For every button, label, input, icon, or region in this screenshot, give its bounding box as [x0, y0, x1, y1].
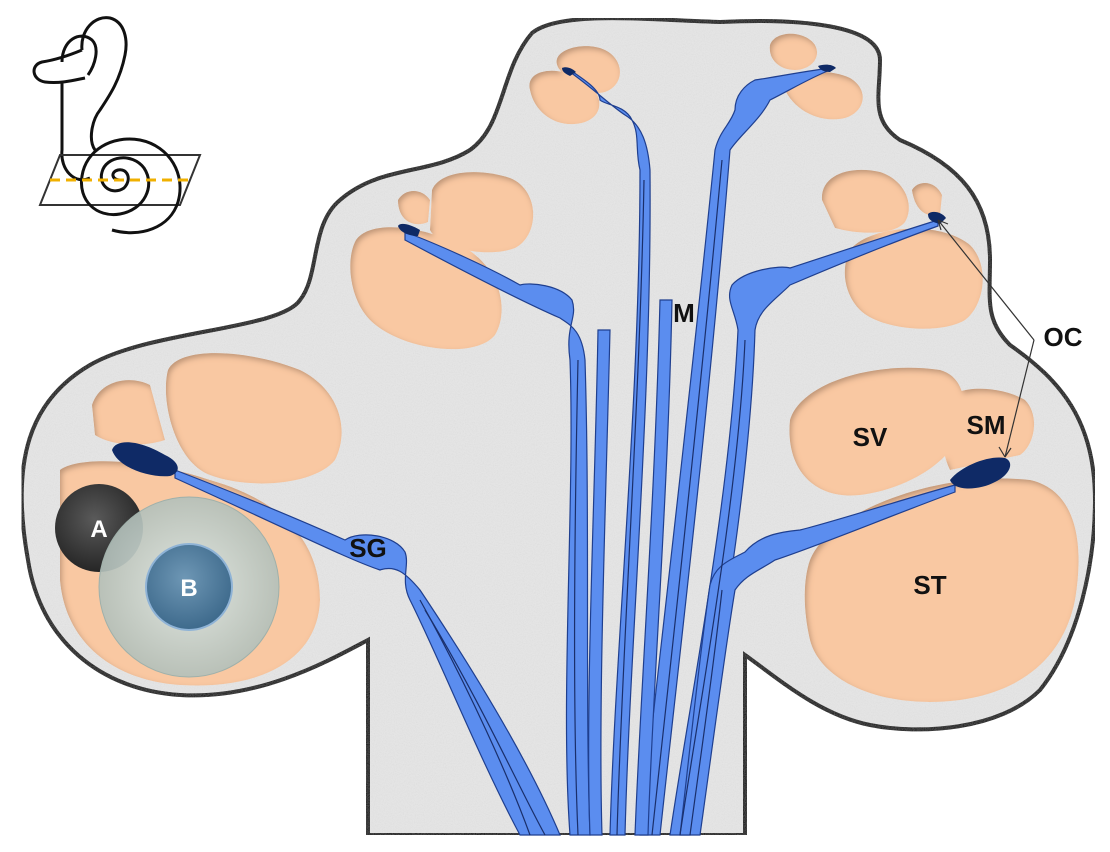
label-oc: OC — [1044, 322, 1083, 352]
label-st: ST — [913, 570, 946, 600]
label-sv: SV — [853, 422, 888, 452]
cochlea-spiral — [81, 139, 180, 233]
marker-a-label: A — [90, 516, 107, 543]
marker-b-label: B — [180, 575, 197, 602]
ear-cochlea-orientation-icon — [34, 18, 200, 233]
label-sg: SG — [349, 533, 387, 563]
label-m: M — [673, 298, 695, 328]
label-sm: SM — [967, 410, 1006, 440]
